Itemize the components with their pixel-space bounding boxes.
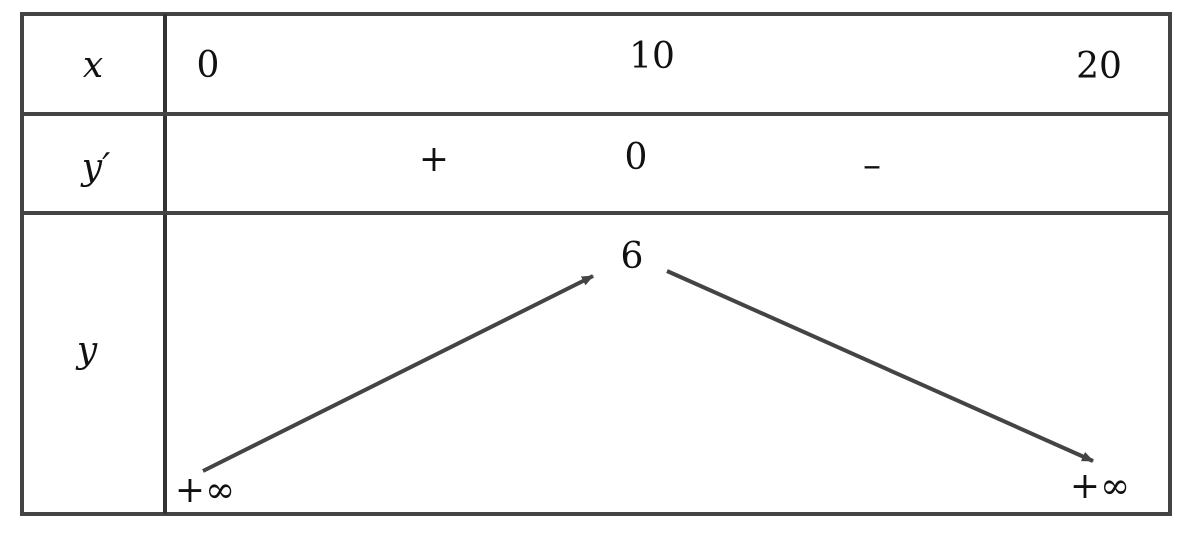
derivative-zero: 0 xyxy=(624,137,648,178)
function-value-left: +∞ xyxy=(174,470,236,511)
x-value-mid: 10 xyxy=(629,36,675,77)
header-label-x: x xyxy=(82,45,104,86)
derivative-sign-negative: – xyxy=(863,145,881,186)
function-value-right: +∞ xyxy=(1069,466,1131,507)
derivative-sign-positive: + xyxy=(418,139,450,180)
decreasing-arrow xyxy=(666,269,1094,463)
function-value-peak: 6 xyxy=(620,236,644,277)
header-label-y: y xyxy=(76,330,98,371)
x-value-start: 0 xyxy=(196,45,220,86)
x-value-end: 20 xyxy=(1076,46,1122,87)
table-border xyxy=(20,12,1172,516)
header-label-y-prime: y′ xyxy=(81,147,111,188)
increasing-arrow xyxy=(202,274,594,473)
